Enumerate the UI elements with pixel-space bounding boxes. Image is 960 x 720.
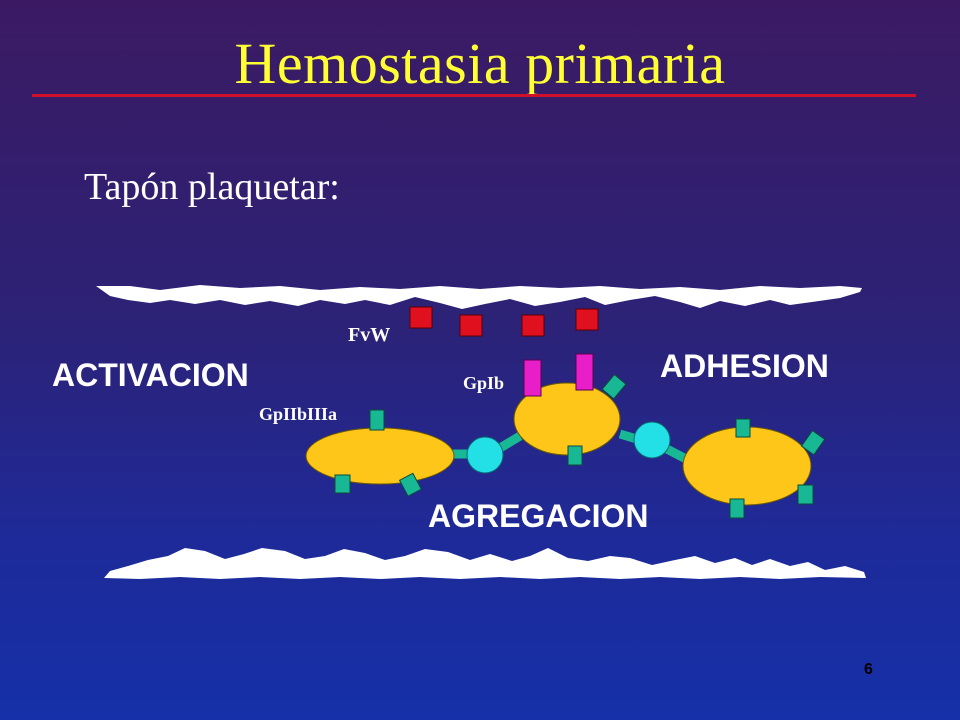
fibrinogen-bridge-left: [466, 436, 504, 474]
gpiibiiia-receptor: [601, 373, 627, 400]
slide-subtitle: Tapón plaquetar:: [84, 166, 340, 208]
gpiibiiia-receptor: [735, 418, 751, 438]
slide-title: Hemostasia primaria: [234, 31, 726, 96]
gpiibiiia-receptor: [567, 445, 583, 466]
fvw-square-2: [459, 314, 483, 337]
fibrinogen-bridge-right: [633, 421, 671, 459]
slide-number: 6: [864, 661, 873, 678]
gpiibiiia-receptor: [334, 474, 351, 494]
activation-label: ACTIVACION: [52, 357, 249, 393]
vessel-wall-bottom: [104, 548, 866, 579]
gpib-receptor-2: [575, 353, 594, 391]
platelet-center: [513, 382, 621, 456]
aggregation-label: AGREGACION: [428, 498, 648, 534]
gpiibiiia-receptors: [334, 373, 826, 519]
gpib-receptor-1: [523, 359, 542, 397]
gpiibiiia-receptor: [800, 429, 826, 456]
gpib-label: GpIb: [463, 373, 504, 393]
gpiibiiia-receptor: [797, 484, 814, 505]
fvw-square-3: [521, 314, 545, 337]
adhesion-label: ADHESION: [660, 348, 829, 384]
gpiibiiia-receptor: [398, 472, 422, 497]
fvw-label: FvW: [348, 324, 390, 346]
platelet-left: [305, 427, 455, 485]
gpiibiiia-label: GpIIbIIIa: [259, 404, 337, 424]
platelet-right: [682, 426, 812, 506]
gpiibiiia-receptor: [729, 498, 745, 519]
fvw-square-4: [575, 308, 599, 331]
title-divider: [32, 94, 916, 97]
vessel-wall-top: [96, 285, 862, 309]
fvw-square-1: [409, 306, 433, 329]
gpiibiiia-receptor: [369, 409, 385, 431]
